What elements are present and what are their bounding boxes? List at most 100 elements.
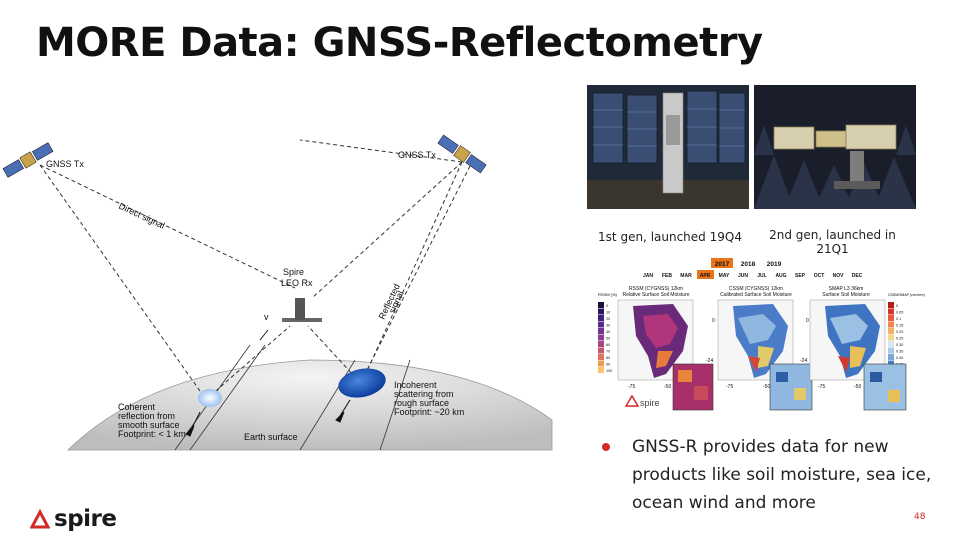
svg-text:FEB: FEB bbox=[662, 273, 672, 279]
month-tab-mar[interactable]: MAR bbox=[680, 273, 692, 279]
left-legend-value: 70 bbox=[606, 350, 610, 354]
coherent-footprint bbox=[198, 389, 222, 407]
left-legend-swatch bbox=[598, 328, 604, 334]
month-tab-jul[interactable]: JUL bbox=[757, 273, 766, 279]
spot-line-b bbox=[189, 344, 266, 451]
axis-label-3: -75 bbox=[726, 384, 733, 390]
reflected-signal-line bbox=[362, 165, 471, 379]
svg-text:APR: APR bbox=[700, 273, 711, 279]
page-number: 48 bbox=[914, 512, 926, 522]
year-tab-2017[interactable]: 2017 bbox=[711, 258, 733, 268]
coherent-line-1: Coherent bbox=[118, 402, 156, 412]
velocity-label: v bbox=[264, 312, 269, 322]
month-tab-may[interactable]: MAY bbox=[719, 273, 730, 279]
incoherent-line-4: Footprint: ~20 km bbox=[394, 407, 464, 417]
svg-text:2017: 2017 bbox=[715, 261, 730, 268]
left-legend-swatch bbox=[598, 360, 604, 367]
left-legend-swatch bbox=[598, 341, 604, 347]
left-legend-value: 20 bbox=[606, 317, 610, 321]
year-tabs: 2017 2018 2019 bbox=[711, 258, 785, 268]
left-legend-value: 30 bbox=[606, 324, 610, 328]
receiver-label-1: Spire bbox=[283, 267, 304, 277]
left-legend-swatch bbox=[598, 302, 604, 308]
right-legend-swatch bbox=[888, 360, 894, 367]
right-legend-swatch bbox=[888, 328, 894, 334]
axis-label-5: -75 bbox=[818, 384, 825, 390]
axis-label-8: -24 bbox=[800, 358, 807, 364]
right-legend-swatch bbox=[888, 347, 894, 354]
right-legend-title: CSSM/SMAP (cm³/cm³) bbox=[888, 293, 925, 297]
left-legend-value: 50 bbox=[606, 337, 610, 341]
direct-signal-line bbox=[39, 164, 296, 289]
left-legend-value: 0 bbox=[606, 304, 608, 308]
left-legend-value: 90 bbox=[606, 363, 610, 367]
svg-text:AUG: AUG bbox=[775, 273, 786, 279]
month-tab-apr[interactable]: APR bbox=[697, 270, 714, 279]
month-tab-nov[interactable]: NOV bbox=[833, 273, 845, 279]
bullet-text: GNSS-R provides data for new products li… bbox=[632, 437, 932, 513]
axis-label-7: -24 bbox=[706, 358, 713, 364]
satellite-left-icon bbox=[2, 142, 54, 178]
svg-text:JUL: JUL bbox=[757, 273, 766, 279]
year-tab-2018[interactable]: 2018 bbox=[737, 258, 759, 268]
left-legend-swatch bbox=[598, 315, 604, 321]
month-tab-jun[interactable]: JUN bbox=[738, 273, 748, 279]
gnss-r-diagram: GNSS Tx GNSS Tx Direct signal Spire LEO … bbox=[2, 134, 553, 451]
left-legend-swatch bbox=[598, 321, 604, 328]
year-tab-2019[interactable]: 2019 bbox=[763, 258, 785, 268]
panel-subtitle-3: Surface Soil Moisture bbox=[822, 292, 870, 298]
right-legend-swatch bbox=[888, 308, 894, 315]
slide-title: MORE Data: GNSS-Reflectometry bbox=[36, 20, 763, 66]
right-legend-swatch bbox=[888, 302, 894, 308]
month-tab-sep[interactable]: SEP bbox=[795, 273, 806, 279]
left-legend-swatch bbox=[598, 308, 604, 315]
svg-text:NOV: NOV bbox=[833, 273, 845, 279]
bullet-dot-icon bbox=[602, 443, 610, 451]
right-legend: 00.050.10.150.200.250.300.350.400.450.50 bbox=[888, 302, 903, 373]
right-legend-value: 0 bbox=[896, 304, 898, 308]
svg-text:SEP: SEP bbox=[795, 273, 806, 279]
receiver-label-2: LEO Rx bbox=[281, 278, 313, 288]
coherent-line-3: smooth surface bbox=[118, 420, 180, 430]
month-tab-oct[interactable]: OCT bbox=[814, 273, 825, 279]
axis-label-1: -75 bbox=[628, 384, 635, 390]
spire-triangle-icon bbox=[30, 509, 50, 529]
svg-text:2019: 2019 bbox=[767, 261, 782, 268]
leo-receiver-icon bbox=[282, 298, 322, 322]
month-tabs: JAN FEB MAR APR MAY JUN JUL AUG SEP OCT NOV DEC bbox=[643, 270, 863, 279]
spot-to-rx-line bbox=[209, 325, 291, 397]
right-legend-value: 0.20 bbox=[896, 330, 903, 334]
panel-subtitle-2: Calibrated Surface Soil Moisture bbox=[720, 292, 792, 298]
axis-label-9: 0 bbox=[712, 318, 715, 324]
spire-logo: spire bbox=[30, 506, 117, 532]
photo-caption-2-line2: 21Q1 bbox=[816, 242, 849, 256]
axis-label-6: -50 bbox=[854, 384, 861, 390]
blob-line-b bbox=[379, 359, 411, 451]
earth-surface bbox=[67, 359, 553, 451]
left-legend-swatch bbox=[598, 367, 604, 373]
month-tab-feb[interactable]: FEB bbox=[662, 273, 672, 279]
left-legend-value: 80 bbox=[606, 356, 610, 360]
right-legend-swatch bbox=[888, 315, 894, 321]
panel-title-1: RSSM (CYGNSS) 12km bbox=[629, 286, 683, 292]
soil-moisture-maps: 2017 2018 2019 JAN FEB MAR APR MAY JUN JUL AUG SEP… bbox=[588, 256, 928, 412]
left-legend-swatch bbox=[598, 334, 604, 341]
maps-spire-logo: spire bbox=[624, 394, 660, 408]
left-legend-title: RSSM (%) bbox=[598, 292, 618, 297]
right-legend-value: 0.30 bbox=[896, 343, 903, 347]
left-legend-swatch bbox=[598, 354, 604, 360]
right-legend-value: 0.35 bbox=[896, 350, 903, 354]
blob-to-rx-line bbox=[307, 325, 357, 379]
month-tab-jan[interactable]: JAN bbox=[643, 273, 653, 279]
right-legend-value: 0.05 bbox=[896, 311, 903, 315]
svg-text:MAR: MAR bbox=[680, 273, 692, 279]
left-legend-swatch bbox=[598, 347, 604, 354]
month-tab-aug[interactable]: AUG bbox=[775, 273, 786, 279]
right-legend-swatch bbox=[888, 334, 894, 341]
photo-caption-2: 2nd gen, launched in 21Q1 bbox=[760, 228, 905, 256]
left-to-spot-line bbox=[39, 164, 206, 399]
month-tab-dec[interactable]: DEC bbox=[852, 273, 863, 279]
panel-title-3: SMAP L3 36km bbox=[829, 286, 864, 292]
earth-surface-label: Earth surface bbox=[244, 432, 298, 442]
